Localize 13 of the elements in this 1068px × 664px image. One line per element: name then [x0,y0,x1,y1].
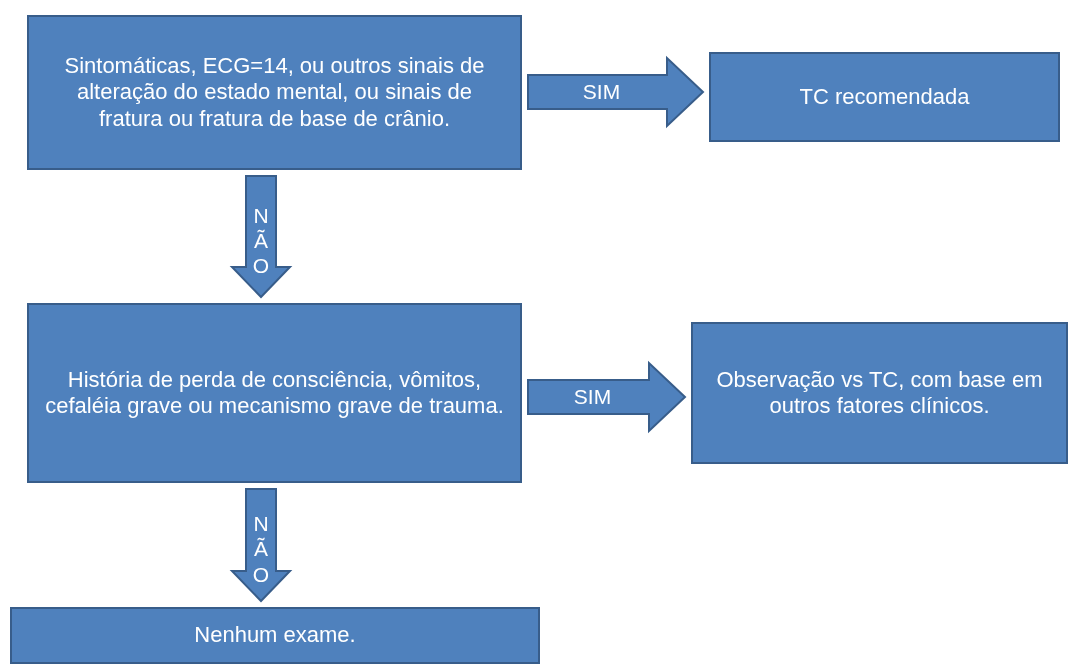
process-box: Sintomáticas, ECG=14, ou outros sinais de alteração do estado mental, ou sinais de fratura ou fratura de base de crânio. [27,15,522,170]
block-arrow [229,175,293,299]
process-box: Nenhum exame. [10,607,540,664]
edge-label: SIM [573,385,612,409]
process-box: Observação vs TC, com base em outros fatores clínicos. [691,322,1068,464]
block-arrow [527,360,687,434]
process-box: História de perda de consciência, vômitos, cefaléia grave ou mecanismo grave de trauma. [27,303,522,483]
process-box: TC recomendada [709,52,1060,142]
edge-label: NÃO [251,511,271,587]
block-arrow [229,488,293,603]
edge-label: NÃO [251,202,271,279]
block-arrow [527,55,705,129]
edge-label: SIM [582,80,621,104]
